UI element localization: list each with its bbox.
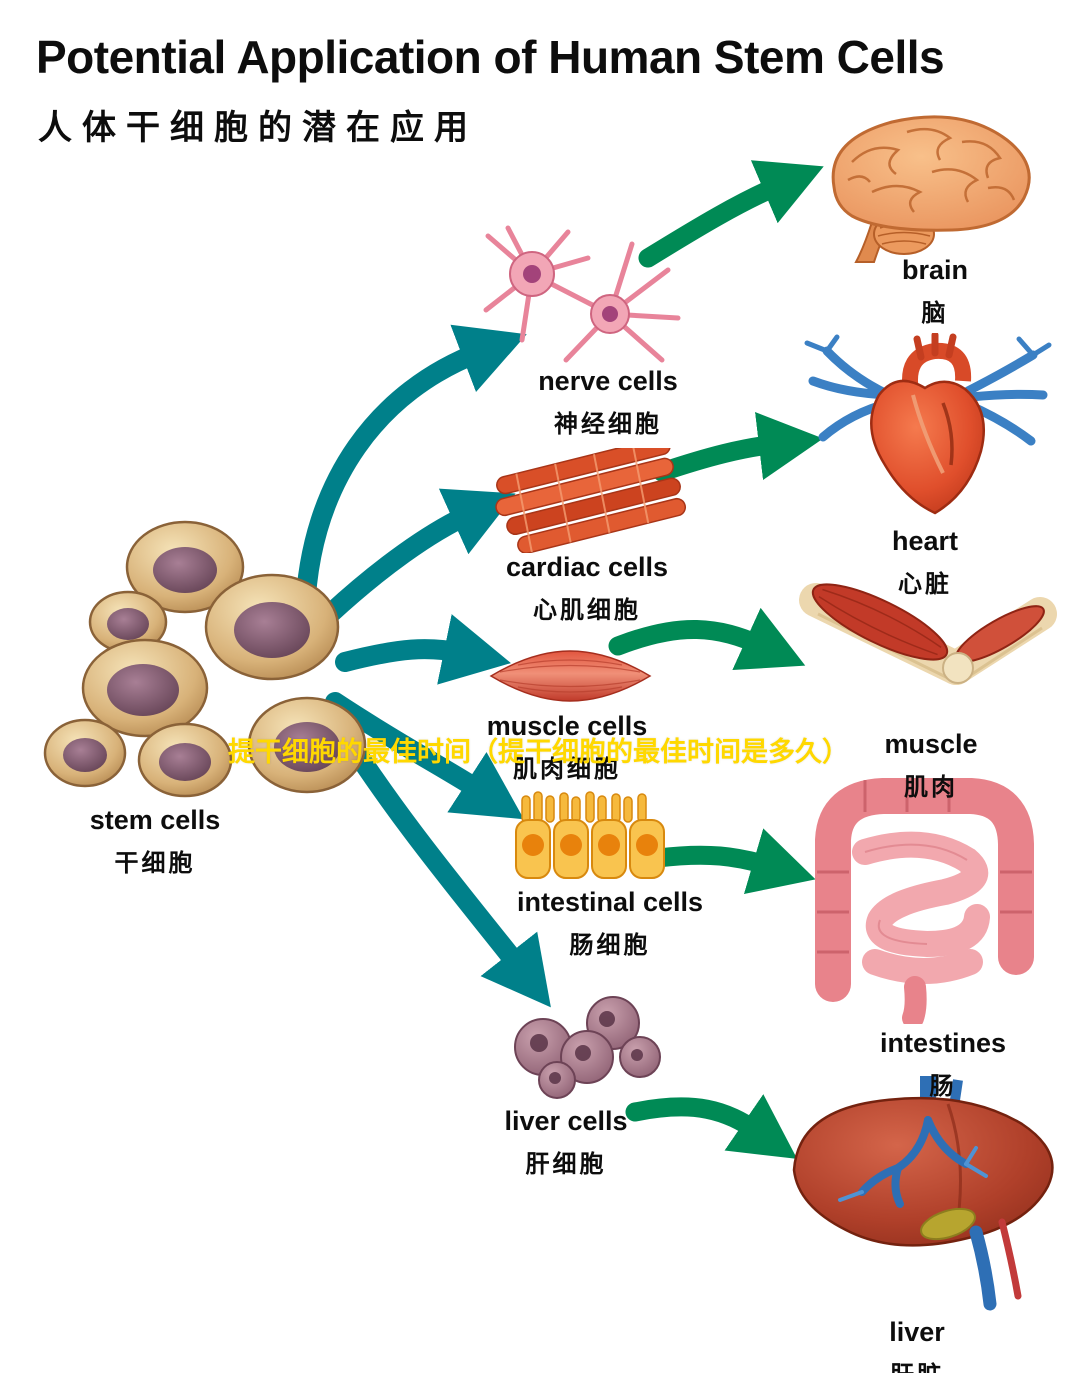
cardiac-cells-label-en: cardiac cells bbox=[505, 552, 669, 582]
nerve-cells-label-zh: 神经细胞 bbox=[554, 411, 662, 438]
nerve-cells-label-en: nerve cells bbox=[538, 366, 678, 396]
cardiac-cells-label-zh: 心肌细胞 bbox=[533, 597, 641, 624]
arrow-livercells-to-liver bbox=[625, 1094, 798, 1159]
muscle-organ-label: muscle 肌肉 bbox=[821, 729, 1041, 802]
intestinal-cells-label-en: intestinal cells bbox=[516, 887, 704, 917]
arrow-stem-to-liver bbox=[330, 717, 551, 1008]
intestines-illustration bbox=[815, 778, 1034, 1024]
page-subtitle: 人体干细胞的潜在应用 bbox=[38, 109, 478, 147]
muscle-cells-label-zh: 肌肉细胞 bbox=[513, 756, 621, 783]
muscle-organ-illustration bbox=[799, 583, 1057, 685]
arrow-intestinal-to-intestines bbox=[648, 828, 816, 894]
liver-cells-label-en: liver cells bbox=[504, 1106, 628, 1136]
muscle-organ-label-en: muscle bbox=[884, 729, 978, 759]
brain-label: brain 脑 bbox=[825, 255, 1045, 328]
heart-illustration bbox=[804, 333, 1052, 515]
arrow-nerve-to-brain bbox=[638, 160, 824, 268]
stem-cells-label-zh: 干细胞 bbox=[114, 850, 196, 877]
liver-cells-label-zh: 肝细胞 bbox=[525, 1151, 607, 1178]
arrow-stem-to-intestinal bbox=[325, 692, 524, 820]
muscle-cells-illustration bbox=[489, 650, 652, 702]
arrow-stem-to-muscle bbox=[335, 614, 511, 685]
watermark-text: 提干细胞的最佳时间（提干细胞的最佳时间是多久） bbox=[228, 737, 849, 767]
brain-label-zh: 脑 bbox=[921, 300, 949, 327]
nerve-cells-illustration bbox=[483, 225, 681, 363]
muscle-cells-label-en: muscle cells bbox=[486, 711, 648, 741]
stem-cells-label-en: stem cells bbox=[89, 805, 221, 835]
muscle-cells-label: muscle cells 肌肉细胞 bbox=[457, 711, 677, 784]
intestinal-cells-label: intestinal cells 肠细胞 bbox=[500, 887, 720, 960]
intestinal-cells-illustration bbox=[515, 791, 665, 879]
heart-label: heart 心脏 bbox=[815, 526, 1035, 599]
liver-organ-label-zh: 肝脏 bbox=[807, 1355, 1027, 1373]
liver-cells-illustration bbox=[514, 996, 661, 1099]
brain-illustration bbox=[831, 115, 1031, 263]
arrow-stem-to-nerve bbox=[295, 324, 527, 622]
heart-label-en: heart bbox=[891, 526, 959, 556]
cardiac-cells-label: cardiac cells 心肌细胞 bbox=[477, 552, 697, 625]
liver-cells-label: liver cells 肝细胞 bbox=[456, 1106, 676, 1179]
cardiac-cells-illustration bbox=[495, 448, 687, 553]
liver-organ-illustration bbox=[792, 1076, 1054, 1311]
heart-label-zh: 心脏 bbox=[898, 571, 952, 598]
arrow-stem-to-cardiac bbox=[320, 488, 516, 624]
intestinal-cells-label-zh: 肠细胞 bbox=[569, 932, 651, 959]
intestines-label: intestines 肠 bbox=[833, 1028, 1053, 1101]
stem-cells-illustration bbox=[43, 520, 367, 798]
intestines-label-zh: 肠 bbox=[929, 1073, 957, 1100]
arrow-cardiac-to-heart bbox=[652, 412, 824, 482]
stem-cells-label: stem cells 干细胞 bbox=[40, 805, 270, 878]
arrow-musclecells-to-muscle bbox=[608, 607, 806, 671]
nerve-cells-label: nerve cells 神经细胞 bbox=[498, 366, 718, 439]
page-title: Potential Application of Human Stem Cell… bbox=[36, 31, 945, 83]
brain-label-en: brain bbox=[901, 255, 968, 285]
muscle-organ-label-zh: 肌肉 bbox=[904, 774, 958, 801]
intestines-label-en: intestines bbox=[879, 1028, 1007, 1058]
liver-organ-label-en: liver bbox=[889, 1317, 945, 1347]
liver-organ-label: liver 肝脏 bbox=[807, 1317, 1027, 1373]
